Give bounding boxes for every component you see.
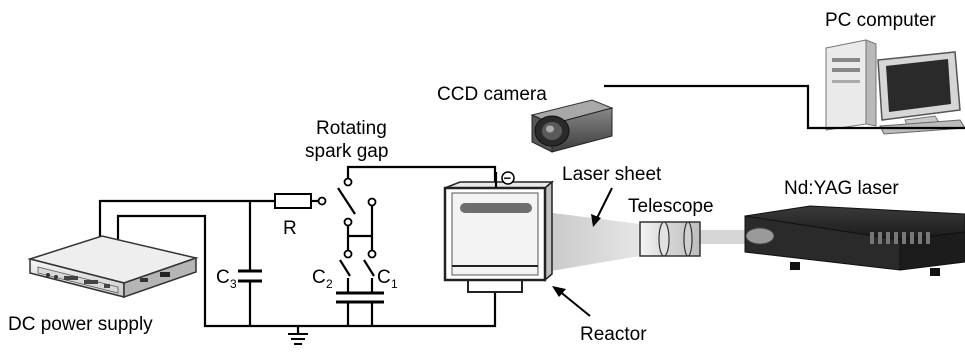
laser-sheet-beam bbox=[545, 212, 640, 272]
reactor bbox=[443, 180, 555, 293]
minus-sign: − bbox=[504, 171, 512, 186]
ground-icon bbox=[288, 326, 308, 345]
c2-label: C bbox=[312, 267, 326, 288]
pc-computer-label: PC computer bbox=[825, 10, 937, 31]
resistor-label: R bbox=[283, 218, 297, 239]
laser-sheet-label: Laser sheet bbox=[562, 164, 662, 185]
wire-supply-return bbox=[116, 214, 497, 328]
minus-terminal bbox=[501, 171, 515, 185]
c3-label-subscript: 3 bbox=[230, 277, 237, 291]
wire-supply-top bbox=[98, 199, 275, 244]
reactor-label: Reactor bbox=[580, 324, 647, 345]
ccd-camera-label: CCD camera bbox=[437, 84, 547, 105]
camera-pc-cable bbox=[604, 84, 965, 130]
ccd-camera bbox=[530, 99, 614, 153]
yag-laser bbox=[744, 205, 965, 276]
dc-power-supply bbox=[27, 235, 199, 299]
resistor bbox=[274, 193, 312, 209]
telescope bbox=[639, 221, 701, 257]
spark-gap-label-line1: Rotating bbox=[316, 118, 387, 139]
telescope-label: Telescope bbox=[628, 196, 714, 217]
spark-gap-contact bbox=[343, 177, 353, 187]
c1-label-subscript: 1 bbox=[391, 277, 398, 291]
c1-label: C bbox=[377, 267, 391, 288]
c1-switch bbox=[363, 259, 375, 277]
c2-label-subscript: 2 bbox=[326, 277, 333, 291]
reactor-electrode bbox=[460, 203, 532, 213]
spark-gap-label-line2: spark gap bbox=[305, 141, 388, 162]
c2-switch bbox=[339, 259, 351, 277]
reactor-arrow bbox=[557, 289, 591, 317]
pc-computer bbox=[825, 39, 965, 135]
laser-sheet-arrow bbox=[595, 187, 613, 221]
spark-gap-switch bbox=[337, 187, 356, 215]
dc-power-supply-label: DC power supply bbox=[8, 314, 153, 335]
c3-label: C bbox=[216, 267, 230, 288]
yag-laser-label: Nd:YAG laser bbox=[784, 178, 899, 199]
